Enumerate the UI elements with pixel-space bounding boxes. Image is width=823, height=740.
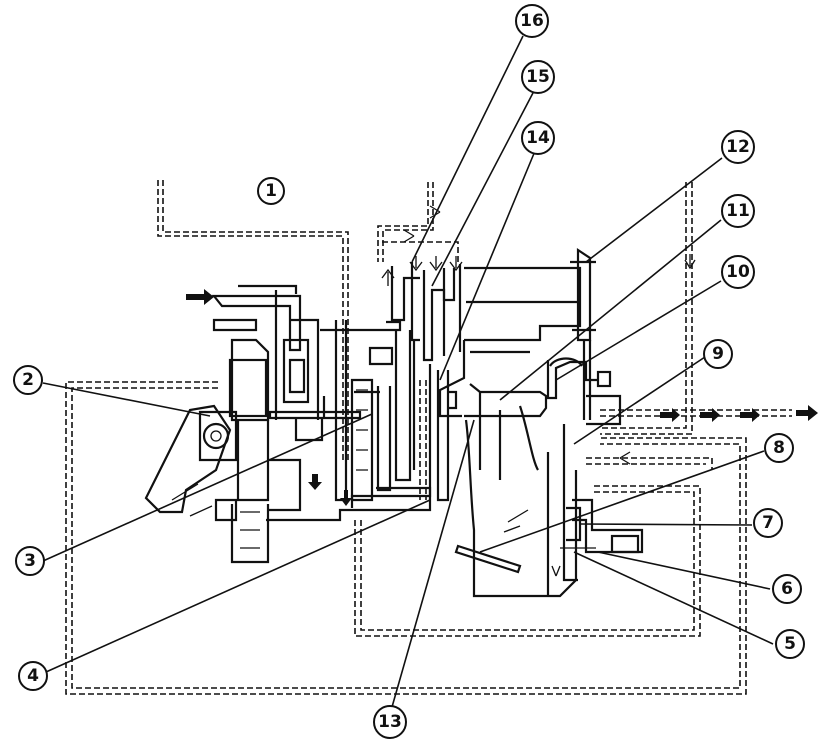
callout-9: 9 [703, 339, 733, 369]
svg-text:8: 8 [773, 438, 785, 458]
callouts: 1 2 3 4 5 6 7 8 [13, 4, 805, 739]
callout-14: 14 [521, 121, 555, 155]
svg-text:5: 5 [784, 634, 796, 654]
svg-text:12: 12 [726, 137, 750, 157]
svg-text:16: 16 [520, 11, 544, 31]
callout-12: 12 [721, 130, 755, 164]
svg-text:2: 2 [22, 370, 34, 390]
svg-text:11: 11 [726, 201, 750, 221]
svg-text:7: 7 [762, 513, 774, 533]
svg-text:14: 14 [526, 128, 550, 148]
callout-5: 5 [775, 629, 805, 659]
svg-text:15: 15 [526, 67, 550, 87]
callout-10: 10 [721, 255, 755, 289]
callout-4: 4 [18, 661, 48, 691]
svg-text:4: 4 [27, 666, 39, 686]
svg-text:13: 13 [378, 712, 402, 732]
svg-text:3: 3 [24, 551, 36, 571]
svg-text:1: 1 [265, 181, 277, 201]
leader-lines [42, 35, 774, 708]
throttle-body [438, 247, 644, 598]
callout-15: 15 [521, 60, 555, 94]
callout-11: 11 [721, 194, 755, 228]
svg-text:6: 6 [781, 579, 793, 599]
callout-1: 1 [257, 177, 285, 205]
callout-6: 6 [772, 574, 802, 604]
left-housing [144, 284, 362, 564]
callout-16: 16 [515, 4, 549, 38]
flow-arrows [186, 205, 818, 577]
callout-8: 8 [764, 433, 794, 463]
callout-7: 7 [753, 508, 783, 538]
central-wells [320, 262, 462, 512]
callout-3: 3 [15, 546, 45, 576]
callout-13: 13 [373, 705, 407, 739]
svg-text:10: 10 [726, 262, 750, 282]
callout-2: 2 [13, 365, 43, 395]
svg-text:9: 9 [712, 344, 724, 364]
